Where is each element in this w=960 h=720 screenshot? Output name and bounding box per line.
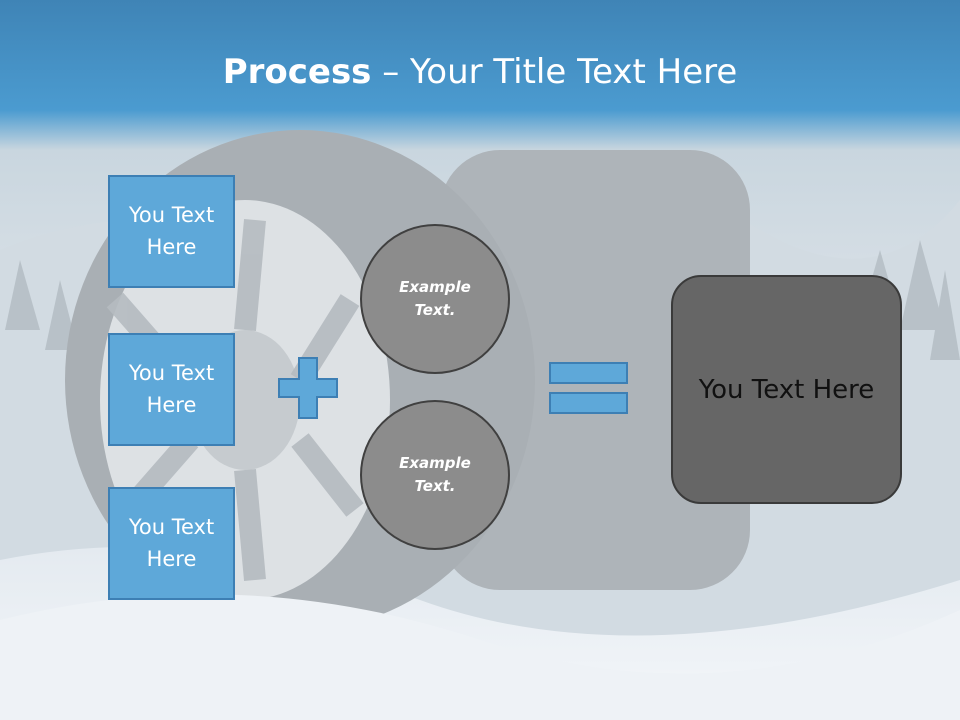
title-bold: Process [222, 52, 372, 92]
title-rest: – Your Title Text Here [371, 52, 738, 92]
example-circle-1[interactable]: Example Text. [360, 224, 510, 374]
plus-icon [278, 357, 338, 419]
text-box-3[interactable]: You Text Here [108, 487, 235, 600]
text-box-1[interactable]: You Text Here [108, 175, 235, 288]
result-box[interactable]: You Text Here [671, 275, 902, 504]
equals-icon [549, 362, 628, 414]
text-box-2[interactable]: You Text Here [108, 333, 235, 446]
example-circle-2[interactable]: Example Text. [360, 400, 510, 550]
page-title: Process – Your Title Text Here [0, 52, 960, 92]
